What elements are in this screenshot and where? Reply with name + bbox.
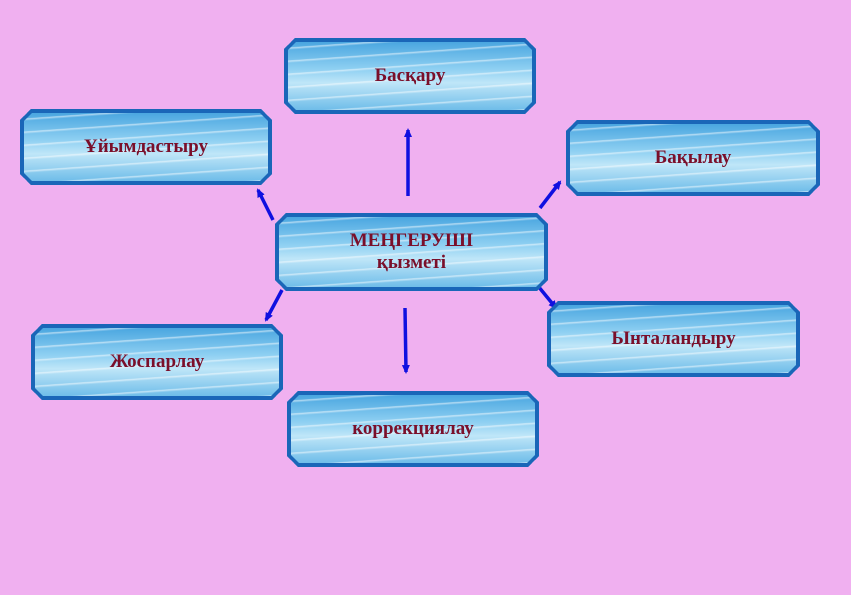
node-center-label: МЕҢГЕРУШІ қызметі [350, 230, 473, 274]
node-uiymdastyru: Ұйымдастыру [20, 109, 272, 185]
arrow-to-korrekciyalau [401, 307, 410, 374]
center-title: МЕҢГЕРУШІ [349, 230, 474, 251]
node-center: МЕҢГЕРУШІ қызметі [275, 213, 548, 291]
node-zhosparlau-label: Жоспарлау [109, 351, 205, 372]
node-yntalandyru: Ынталандыру [547, 301, 800, 377]
node-bakylau: Бақылау [566, 120, 820, 196]
center-subtitle: қызметі [376, 252, 447, 273]
arrow-to-bakylau [538, 180, 562, 210]
arrow-to-zhosparlau [264, 289, 284, 322]
node-zhosparlau: Жоспарлау [31, 324, 283, 400]
node-yntalandyru-label: Ынталандыру [611, 328, 736, 349]
node-baskaru-label: Басқару [374, 65, 446, 86]
arrow-to-uiymdastyru [256, 188, 275, 221]
node-bakylau-label: Бақылау [654, 147, 732, 168]
arrow-to-yntalandyru [536, 284, 558, 310]
node-baskaru: Басқару [284, 38, 536, 114]
node-korrekciyalau: коррекциялау [287, 391, 539, 467]
node-uiymdastyru-label: Ұйымдастыру [84, 136, 208, 157]
node-korrekciyalau-label: коррекциялау [352, 418, 474, 439]
